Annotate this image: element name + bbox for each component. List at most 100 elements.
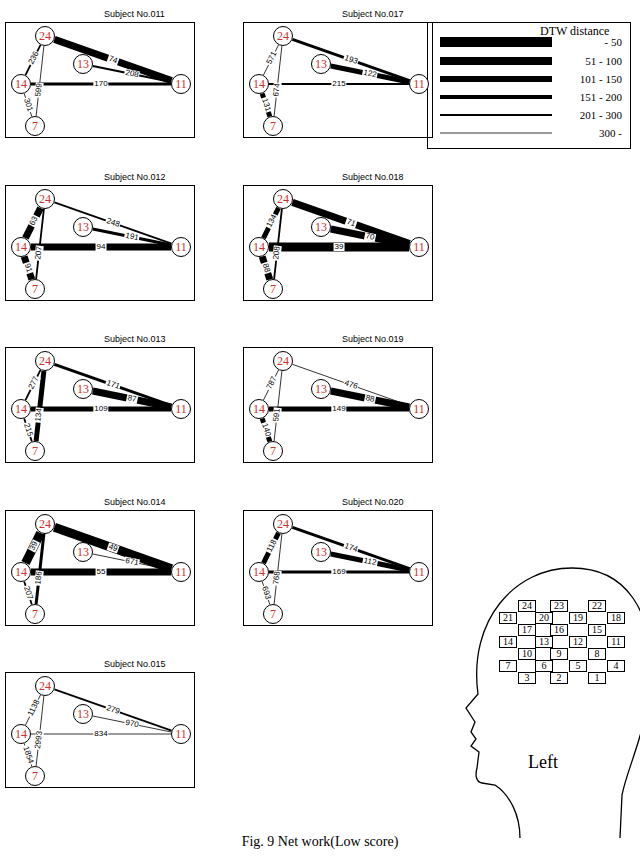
electrode-node: 11 xyxy=(171,399,191,419)
electrode-position: 9 xyxy=(550,648,568,660)
panel-title: Subject No.019 xyxy=(342,334,404,345)
legend-text: 51 - 100 xyxy=(556,55,622,67)
electrode-position: 14 xyxy=(499,636,517,648)
distance-label: 248 xyxy=(104,217,121,230)
panel-title: Subject No.020 xyxy=(342,497,404,508)
electrode-number: 7 xyxy=(270,283,276,295)
electrode-number: 24 xyxy=(39,355,51,367)
legend-title: DTW distance xyxy=(540,24,609,39)
head-outline xyxy=(466,568,640,838)
distance-label: 39 xyxy=(28,539,40,552)
distance-label: 91 xyxy=(22,262,33,275)
distance-label: 693 xyxy=(260,584,272,601)
distance-label: 112 xyxy=(362,557,378,568)
electrode-node: 24 xyxy=(273,351,293,371)
electrode-number: 24 xyxy=(277,30,289,42)
dtw-link xyxy=(54,689,171,730)
electrode-position: 15 xyxy=(588,624,606,636)
distance-label: 301 xyxy=(22,96,34,113)
electrode-node: 14 xyxy=(249,74,269,94)
electrode-number: 13 xyxy=(77,708,89,720)
electrode-node: 7 xyxy=(25,441,45,461)
electrode-node: 7 xyxy=(25,604,45,624)
electrode-number: 11 xyxy=(175,728,187,740)
electrode-node: 14 xyxy=(11,724,31,744)
distance-label: 1854 xyxy=(21,744,35,765)
distance-label: 169 xyxy=(331,568,346,576)
electrode-position: 7 xyxy=(499,660,517,672)
distance-label: 49 xyxy=(107,542,120,553)
electrode-number: 7 xyxy=(32,120,38,132)
distance-label: 134 xyxy=(34,407,44,423)
electrode-node: 24 xyxy=(35,189,55,209)
panel-title: Subject No.017 xyxy=(342,9,404,20)
dtw-link xyxy=(292,364,409,405)
electrode-number: 11 xyxy=(413,403,425,415)
electrode-node: 11 xyxy=(171,562,191,582)
electrode-number: 7 xyxy=(32,770,38,782)
legend-sample xyxy=(440,114,552,116)
electrode-node: 24 xyxy=(273,189,293,209)
electrode-number: 24 xyxy=(277,355,289,367)
electrode-number: 14 xyxy=(15,403,27,415)
electrode-position: 1 xyxy=(588,672,606,684)
electrode-position: 22 xyxy=(588,600,606,612)
electrode-number: 24 xyxy=(39,680,51,692)
electrode-number: 24 xyxy=(277,193,289,205)
dtw-link xyxy=(269,243,409,252)
distance-label: 70 xyxy=(364,232,376,242)
legend-sample xyxy=(440,133,552,134)
electrode-position: 10 xyxy=(518,648,536,660)
electrode-node: 24 xyxy=(273,26,293,46)
distance-label: 170 xyxy=(93,80,108,88)
legend-text: 101 - 150 xyxy=(556,73,622,85)
electrode-number: 7 xyxy=(32,283,38,295)
distance-label: 277 xyxy=(27,374,41,391)
distance-label: 63 xyxy=(28,214,40,227)
electrode-node: 11 xyxy=(409,74,429,94)
distance-label: 39 xyxy=(334,243,345,251)
distance-label: 787 xyxy=(265,374,279,391)
dtw-link xyxy=(292,39,409,80)
legend-sample xyxy=(440,95,552,99)
electrode-node: 13 xyxy=(73,217,93,237)
distance-label: 171 xyxy=(104,379,121,392)
distance-label: 207 xyxy=(22,584,34,601)
dtw-link xyxy=(292,202,409,243)
distance-label: 94 xyxy=(96,243,107,251)
electrode-number: 11 xyxy=(175,78,187,90)
electrode-node: 24 xyxy=(35,351,55,371)
distance-label: 131 xyxy=(260,96,272,113)
dtw-link xyxy=(263,45,278,75)
electrode-node: 13 xyxy=(73,542,93,562)
electrode-number: 11 xyxy=(413,241,425,253)
electrode-node: 7 xyxy=(263,116,283,136)
electrode-number: 14 xyxy=(15,241,27,253)
panel-title: Subject No.012 xyxy=(104,172,166,183)
dtw-link xyxy=(25,45,40,75)
dtw-link xyxy=(263,208,278,238)
electrode-number: 14 xyxy=(253,403,265,415)
electrode-number: 7 xyxy=(32,445,38,457)
electrode-node: 14 xyxy=(249,237,269,257)
dtw-link xyxy=(54,39,171,80)
distance-label: 768 xyxy=(272,570,282,586)
electrode-position: 5 xyxy=(569,660,587,672)
electrode-node: 24 xyxy=(35,676,55,696)
electrode-node: 14 xyxy=(11,237,31,257)
electrode-number: 24 xyxy=(277,518,289,530)
electrode-node: 11 xyxy=(409,399,429,419)
dtw-link xyxy=(54,527,171,568)
electrode-position: 19 xyxy=(569,612,587,624)
panel-title: Subject No.015 xyxy=(104,659,166,670)
distance-label: 74 xyxy=(107,54,120,65)
electrode-position: 2 xyxy=(550,672,568,684)
electrode-node: 24 xyxy=(35,514,55,534)
dtw-link xyxy=(54,364,171,405)
electrode-number: 24 xyxy=(39,518,51,530)
electrode-node: 13 xyxy=(311,217,331,237)
distance-label: 208 xyxy=(124,69,141,80)
legend-text: 151 - 200 xyxy=(556,91,622,103)
electrode-node: 11 xyxy=(171,724,191,744)
electrode-number: 11 xyxy=(413,78,425,90)
